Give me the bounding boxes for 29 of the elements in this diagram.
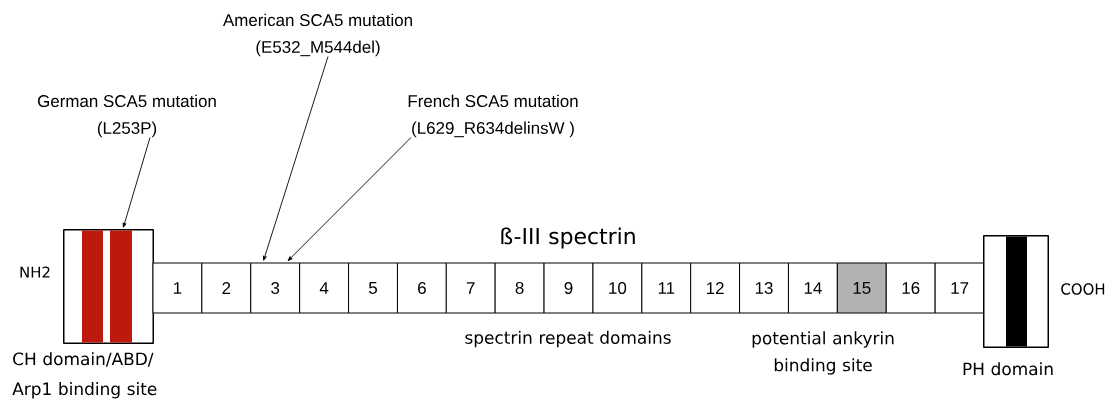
repeat-box: 6 bbox=[396, 262, 447, 314]
repeat-box: 12 bbox=[690, 262, 741, 314]
region-label: spectrin repeat domains bbox=[465, 330, 671, 348]
domain-caption: PH domain bbox=[963, 362, 1053, 376]
mutation-label: American SCA5 mutation (E532_M544del) bbox=[222, 13, 412, 57]
terminus-label: NH2 bbox=[20, 266, 50, 278]
domain-caption: CH domain/ABD/ Arp1 binding site bbox=[12, 352, 157, 399]
repeat-box: 1 bbox=[152, 262, 203, 314]
arrow bbox=[122, 137, 151, 228]
repeat-box: 9 bbox=[543, 262, 594, 314]
repeat-box: 3 bbox=[250, 262, 301, 314]
repeat-box: 11 bbox=[641, 262, 692, 314]
mutation-label: German SCA5 mutation (L253P) bbox=[37, 94, 216, 138]
repeat-box: 7 bbox=[445, 262, 496, 314]
repeat-box: 4 bbox=[299, 262, 350, 314]
protein-name: ß-III spectrin bbox=[501, 227, 635, 249]
repeat-box: 8 bbox=[494, 262, 545, 314]
repeat-box: 16 bbox=[885, 262, 936, 314]
arrow bbox=[263, 56, 329, 261]
repeat-box: 5 bbox=[348, 262, 398, 314]
repeat-box: 15 bbox=[836, 262, 887, 314]
arrow bbox=[287, 137, 412, 261]
repeat-box: 13 bbox=[739, 262, 789, 314]
region-label: potential ankyrin binding site bbox=[752, 331, 894, 375]
repeat-box: 2 bbox=[201, 262, 252, 314]
repeat-box: 10 bbox=[592, 262, 643, 314]
mutation-label: French SCA5 mutation (L629_R634delinsW ) bbox=[408, 94, 578, 138]
repeat-box: 14 bbox=[787, 262, 838, 314]
repeat-box: 17 bbox=[934, 262, 985, 314]
